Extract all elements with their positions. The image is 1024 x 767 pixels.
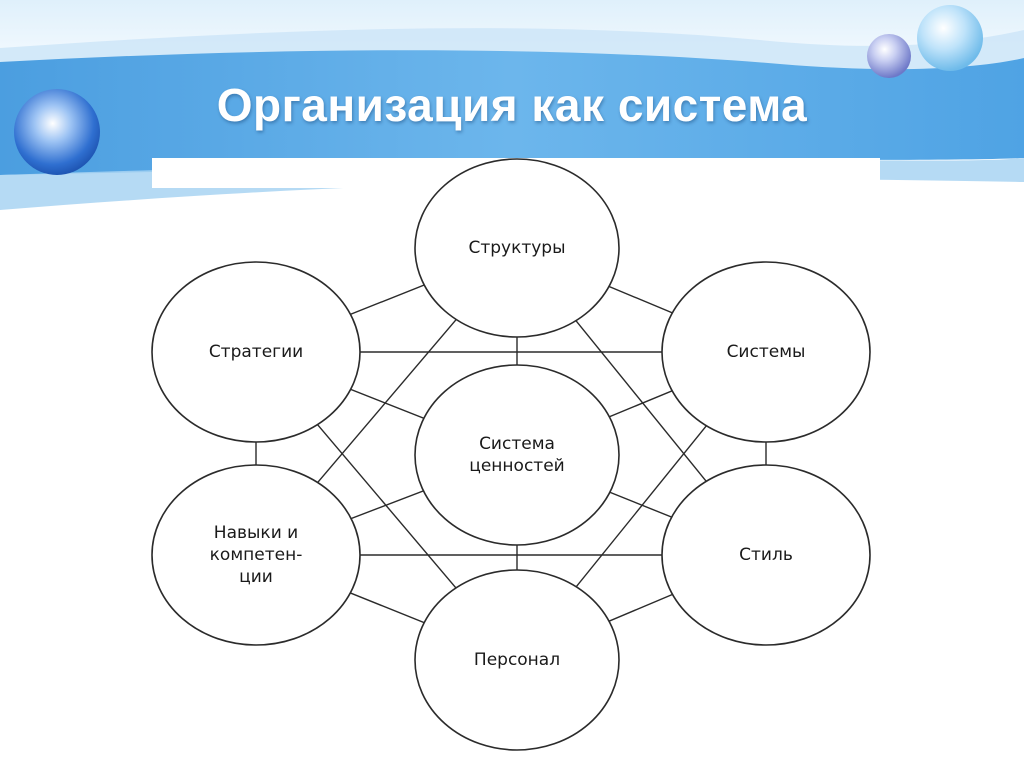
node-strategies: Стратегии — [151, 261, 361, 443]
node-personnel-label: Персонал — [474, 650, 560, 670]
node-structures: Структуры — [414, 158, 620, 338]
orb-left-icon — [14, 89, 100, 175]
node-systems: Системы — [661, 261, 871, 443]
node-structures-circle — [414, 158, 620, 338]
orb-light-icon — [917, 5, 983, 71]
header-background — [0, 0, 1024, 210]
node-style-label: Стиль — [739, 545, 793, 565]
orb-small-icon — [867, 34, 911, 78]
node-values-label: Система — [479, 434, 555, 454]
slide-title: Организация как система — [216, 79, 808, 131]
node-strategies-circle — [151, 261, 361, 443]
node-skills-label: компетен- — [210, 545, 303, 565]
node-systems-circle — [661, 261, 871, 443]
node-personnel-circle — [414, 569, 620, 751]
node-systems-label: Системы — [727, 342, 806, 362]
node-values-circle — [414, 364, 620, 546]
node-values-label: ценностей — [469, 456, 564, 476]
node-skills-label: Навыки и — [214, 523, 298, 543]
node-style-circle — [661, 464, 871, 646]
node-structures-label: Структуры — [468, 238, 565, 258]
node-skills-label: ции — [239, 567, 273, 587]
node-strategies-label: Стратегии — [209, 342, 303, 362]
node-style: Стиль — [661, 464, 871, 646]
node-skills-circle — [151, 464, 361, 646]
node-personnel: Персонал — [414, 569, 620, 751]
